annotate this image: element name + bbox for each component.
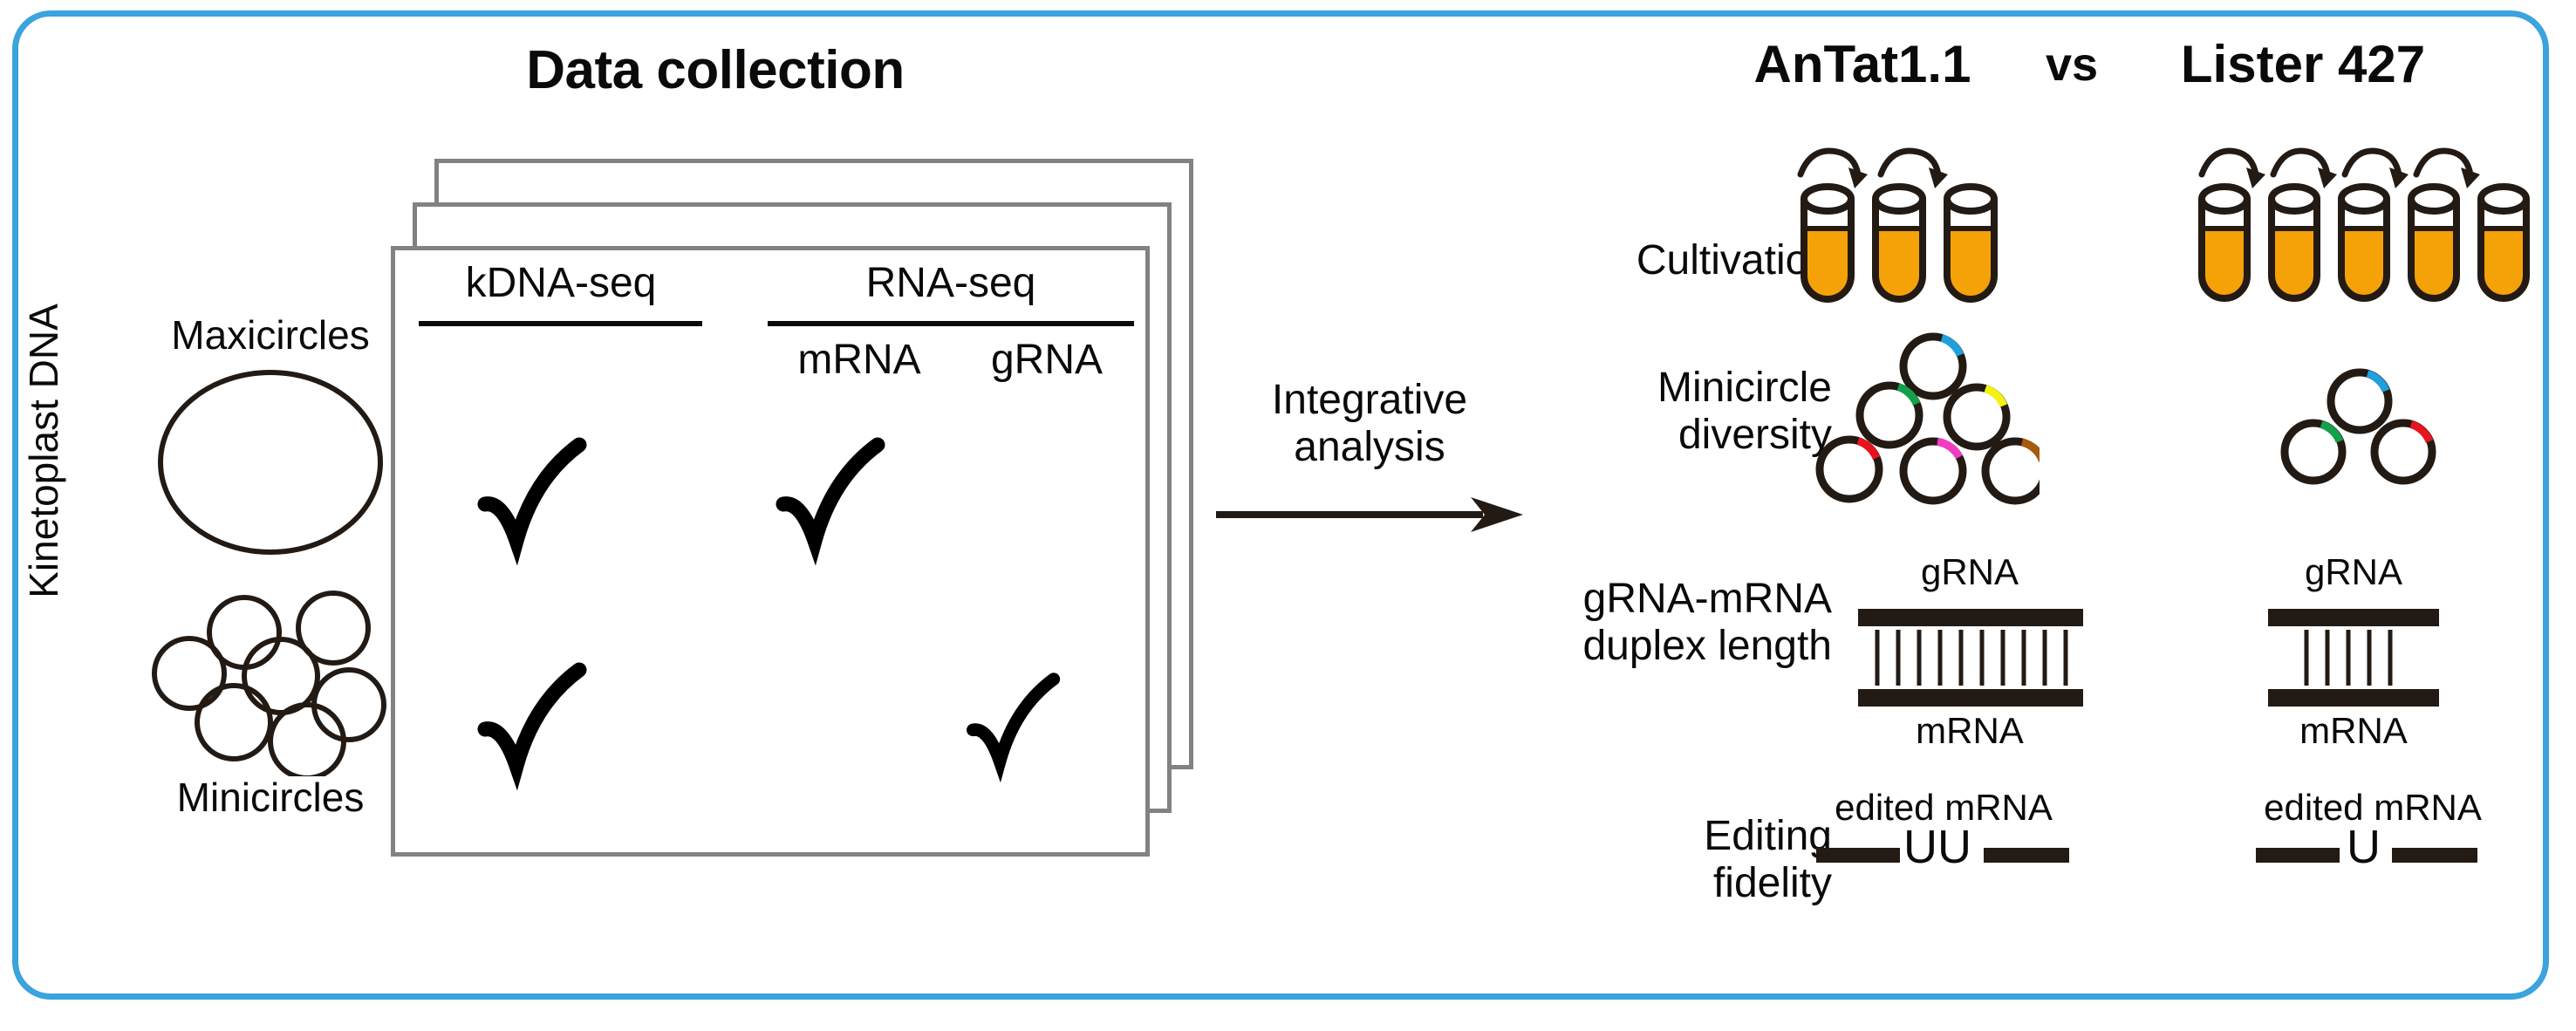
row-label-editing-fidelity: Editing fidelity [1422, 813, 1832, 907]
duplex-b-top-label: gRNA [2304, 551, 2403, 592]
header-rule-rna [768, 321, 1134, 326]
strain-b-title: Lister 427 [2180, 35, 2426, 93]
row-label-cultivation-line1: Cultivation [1636, 237, 1832, 283]
column-subheader-grna: gRNA [990, 337, 1104, 383]
duplex-diagram-strain-a: gRNA mRNA [1858, 551, 2085, 755]
cultivation-tubes-strain-b [2198, 147, 2530, 302]
duplex-diagram-strain-b: gRNA mRNA [2268, 551, 2469, 755]
minicircle-diversity-strain-a [1815, 332, 2040, 505]
integrative-analysis-label: Integrative analysis [1221, 377, 1518, 471]
page-title-data-collection: Data collection [526, 40, 905, 100]
check-mark-icon-row1-mrna [775, 436, 905, 589]
fidelity-a-mrna-right-segment [1984, 848, 2069, 863]
kinetoplast-dna-axis-label: Kinetoplast DNA [21, 304, 66, 598]
fidelity-b-mrna-left-segment [2256, 848, 2340, 863]
fidelity-b-mrna-right-segment [2392, 848, 2477, 863]
integrative-analysis-line2: analysis [1294, 423, 1445, 470]
row-label-cultivation: Cultivation [1422, 237, 1832, 284]
minicircles-label: Minicircles [176, 775, 365, 820]
duplex-a-bottom-label: mRNA [1916, 710, 2024, 751]
editing-fidelity-strain-a: edited mRNA UU [1813, 787, 2074, 905]
duplex-b-bottom-label: mRNA [2299, 710, 2408, 751]
check-mark-icon-row2-kdna [476, 661, 607, 814]
duplex-a-top-label: gRNA [1920, 551, 2019, 592]
cultivation-tubes-strain-a [1797, 147, 1998, 303]
right-arrow-icon [1216, 497, 1523, 532]
duplex-b-mrna-strand [2268, 689, 2439, 707]
row-label-minicircle-line1: Minicircle [1657, 365, 1832, 411]
column-subheader-mrna: mRNA [797, 337, 921, 383]
header-rule-kdna [419, 321, 702, 326]
check-mark-icon-row2-grna [965, 672, 1078, 802]
duplex-a-grna-strand [1858, 609, 2083, 626]
fidelity-b-u-insert: U [2347, 821, 2381, 873]
editing-fidelity-strain-b: edited mRNA U [2242, 787, 2504, 905]
row-label-fidelity-line2: fidelity [1712, 859, 1832, 906]
fidelity-a-u-insert: UU [1903, 821, 1971, 873]
duplex-b-grna-strand [2268, 609, 2439, 626]
kdna-schematic-icon [152, 370, 386, 776]
row-label-duplex-line2: duplex length [1582, 622, 1832, 669]
vs-label: vs [2045, 38, 2099, 91]
minicircle-diversity-strain-b [2280, 368, 2436, 485]
fidelity-b-top-label: edited mRNA [2264, 787, 2482, 828]
check-mark-icon-row1-kdna [476, 436, 607, 589]
row-label-duplex-length: gRNA-mRNA duplex length [1422, 576, 1832, 670]
duplex-a-mrna-strand [1858, 689, 2083, 707]
column-header-rna-seq: RNA-seq [865, 260, 1036, 306]
maxicircles-label: Maxicircles [171, 312, 370, 358]
row-label-fidelity-line1: Editing [1704, 813, 1832, 859]
fidelity-a-mrna-left-segment [1816, 848, 1900, 863]
fidelity-a-top-label: edited mRNA [1835, 787, 2053, 828]
row-label-duplex-line1: gRNA-mRNA [1582, 576, 1832, 622]
duplex-a-base-pair-rungs [1875, 630, 2068, 686]
column-header-kdna-seq: kDNA-seq [465, 260, 657, 306]
integrative-analysis-line1: Integrative [1271, 377, 1468, 423]
strain-a-title: AnTat1.1 [1753, 35, 1971, 93]
row-label-minicircle-line2: diversity [1677, 411, 1832, 458]
row-label-minicircle-diversity: Minicircle diversity [1422, 365, 1832, 459]
duplex-b-base-pair-rungs [2304, 630, 2393, 686]
